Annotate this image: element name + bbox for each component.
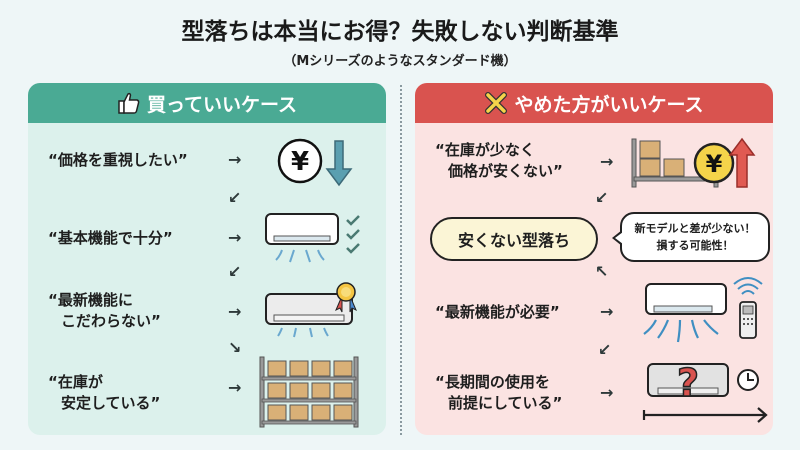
- good-flow-arrow-3: ↘: [228, 338, 242, 357]
- good-cases-header: 買っていいケース: [28, 83, 386, 123]
- good-flow-arrow-1: ↙: [228, 188, 242, 207]
- bad-item-long-term-line2: 前提にしている”: [448, 394, 563, 412]
- aircon-question-clock-icon: ?: [642, 360, 768, 423]
- expensive-old-model-bubble: 安くない型落ち: [430, 217, 598, 261]
- svg-text:¥: ¥: [706, 150, 723, 178]
- aircon-check-icon: [265, 213, 360, 263]
- page-title: 型落ちは本当にお得？失敗しない判断基準: [181, 19, 619, 45]
- warehouse-shelf-icon: [259, 356, 359, 428]
- bad-item-latest-required: “最新機能が必要”: [435, 303, 560, 321]
- good-cases-title: 買っていいケース: [146, 93, 298, 116]
- bad-item-long-term-line1: “長期間の使用を: [435, 373, 550, 391]
- bad-arrow-3: →: [600, 383, 614, 402]
- good-item-latest-line1: “最新機能に: [48, 291, 133, 309]
- warning-note-line1: 新モデルと差が少ない！: [634, 222, 756, 235]
- svg-text:¥: ¥: [291, 147, 309, 177]
- aircon-award-icon: [265, 282, 357, 338]
- good-arrow-4: →: [228, 378, 242, 397]
- bad-item-long-term: “長期間の使用を 前提にしている”: [435, 372, 562, 414]
- bad-item-low-stock-line2: 価格が安くない”: [448, 162, 563, 180]
- bad-arrow-2: →: [600, 302, 614, 321]
- good-item-stock-line1: “在庫が: [48, 373, 103, 391]
- good-arrow-2: →: [228, 228, 242, 247]
- low-stock-yen-up-icon: ¥: [631, 137, 756, 188]
- good-cases-panel: 買っていいケース: [28, 83, 386, 435]
- bad-item-low-stock-line1: “在庫が少なく: [435, 141, 535, 159]
- cross-icon: [485, 92, 508, 114]
- good-flow-arrow-2: ↙: [228, 262, 242, 281]
- center-divider: [400, 85, 402, 435]
- bad-cases-header: やめた方がいいケース: [415, 83, 773, 123]
- bad-flow-arrow-2: ↖: [595, 262, 609, 281]
- good-arrow-3: →: [228, 302, 242, 321]
- good-arrow-1: →: [228, 150, 242, 169]
- svg-text:?: ?: [677, 361, 699, 405]
- bad-flow-arrow-3: ↙: [598, 340, 612, 359]
- thumbs-up-icon: [118, 92, 140, 114]
- warning-note-bubble: 新モデルと差が少ない！ 損する可能性！: [612, 212, 770, 262]
- bad-cases-title: やめた方がいいケース: [514, 93, 704, 116]
- good-item-stock-line2: 安定している”: [61, 394, 161, 412]
- bad-arrow-1: →: [600, 152, 614, 171]
- page-subtitle: （Mシリーズのようなスタンダード機）: [283, 54, 517, 69]
- warning-note-line2: 損する可能性！: [656, 239, 734, 252]
- good-item-basic: “基本機能で十分”: [48, 229, 173, 247]
- yen-down-icon: ¥: [277, 138, 353, 187]
- good-item-latest: “最新機能に こだわらない”: [48, 290, 161, 332]
- bad-flow-arrow-1: ↙: [595, 188, 609, 207]
- smart-aircon-remote-icon: [643, 277, 763, 343]
- good-item-price: “価格を重視したい”: [48, 151, 188, 169]
- bad-item-low-stock: “在庫が少なく 価格が安くない”: [435, 140, 563, 182]
- good-item-latest-line2: こだわらない”: [61, 312, 161, 330]
- good-item-stock: “在庫が 安定している”: [48, 372, 160, 414]
